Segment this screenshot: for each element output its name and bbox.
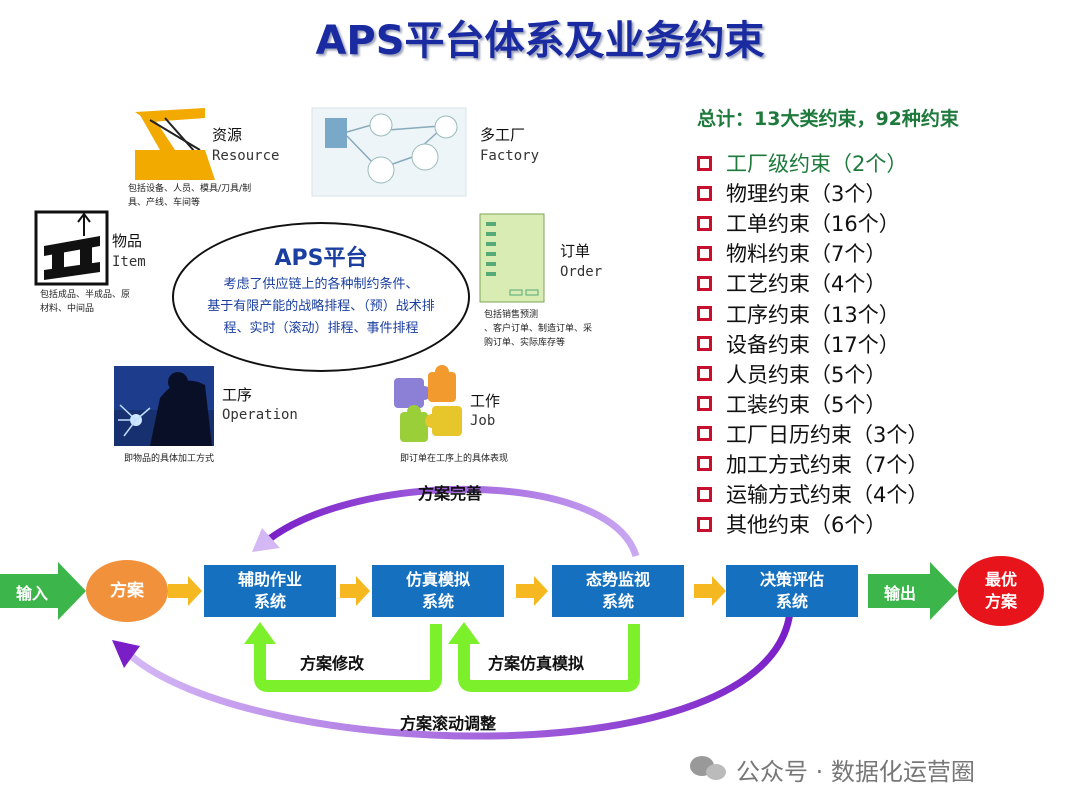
puzzle-icon — [394, 365, 462, 442]
checkbox-icon — [697, 306, 712, 322]
sys-decision: 决策评估系统 — [726, 565, 858, 617]
constraints-summary: 总计：13大类约束，92种约束 — [697, 108, 959, 130]
input-arrow — [0, 562, 86, 620]
job-label: 工作 — [470, 392, 501, 410]
checkbox-icon — [697, 516, 712, 532]
checkbox-icon — [697, 275, 712, 291]
welder-icon — [114, 366, 214, 446]
aps-platform-title: APS平台 — [274, 246, 368, 271]
watermark-text: 公众号 · 数据化运营圈 — [736, 758, 975, 786]
factory-label: 多工厂 — [480, 126, 526, 144]
output-label: 输出 — [884, 584, 917, 603]
yellow-arrow-3 — [516, 576, 548, 606]
constraint-item: 工艺约束（4个） — [697, 268, 928, 298]
checkbox-icon — [697, 396, 712, 412]
constraint-item: 工单约束（16个） — [697, 208, 928, 238]
improve-label: 方案完善 — [418, 484, 483, 503]
modify-label: 方案修改 — [300, 654, 365, 673]
operation-label: 工序 — [222, 386, 253, 404]
constraint-item: 工厂级约束（2个） — [697, 148, 928, 178]
constraint-item: 物理约束（3个） — [697, 178, 928, 208]
steel-beam-icon — [34, 210, 109, 286]
operation-desc: 即物品的具体加工方式 — [124, 454, 215, 464]
improve-arrowhead — [252, 528, 280, 552]
aps-platform-description: 考虑了供应链上的各种制约条件、 基于有限产能的战略排程、（预）战术排 程、实时（… — [207, 277, 435, 336]
checkbox-icon — [697, 155, 712, 171]
checkbox-icon — [697, 426, 712, 442]
crane-icon — [135, 108, 215, 180]
yellow-arrow-1 — [168, 576, 202, 606]
plan-circle: 方案 — [86, 560, 168, 622]
resource-label: 资源 — [212, 126, 243, 144]
constraint-item: 设备约束（17个） — [697, 329, 928, 359]
rolling-label: 方案滚动调整 — [400, 714, 497, 733]
checkbox-icon — [697, 245, 712, 261]
constraint-item: 其他约束（6个） — [697, 509, 928, 539]
order-sub: Order — [560, 264, 603, 280]
modify-arrowhead — [244, 622, 276, 644]
simulate-arrowhead — [448, 622, 480, 644]
yellow-arrow-2 — [340, 576, 370, 606]
yellow-arrow-4 — [694, 576, 726, 606]
constraint-item: 运输方式约束（4个） — [697, 479, 928, 509]
output-arrow — [868, 562, 958, 620]
constraint-item: 工序约束（13个） — [697, 298, 928, 328]
job-sub: Job — [470, 413, 496, 429]
resource-sub: Resource — [212, 148, 280, 164]
order-desc: 包括销售预测 、客户订单、制造订单、采 购订单、实际库存等 — [484, 310, 593, 348]
operation-sub: Operation — [222, 407, 298, 423]
checkbox-icon — [697, 185, 712, 201]
order-document-icon — [479, 213, 548, 303]
sys-simulation: 仿真模拟系统 — [372, 565, 504, 617]
rolling-arc — [127, 611, 794, 740]
item-sub: Item — [112, 254, 146, 270]
wechat-icon — [690, 756, 726, 780]
simulate-loop — [458, 624, 640, 692]
best-plan-circle: 最优方案 — [958, 556, 1044, 626]
checkbox-icon — [697, 215, 712, 231]
input-label: 输入 — [16, 584, 49, 603]
factory-network-icon — [311, 107, 467, 197]
constraint-item: 人员约束（5个） — [697, 359, 928, 389]
order-label: 订单 — [560, 242, 591, 260]
constraints-list: 工厂级约束（2个） 物理约束（3个） 工单约束（16个） 物料约束（7个） 工艺… — [697, 148, 928, 539]
checkbox-icon — [697, 456, 712, 472]
constraint-item: 工装约束（5个） — [697, 389, 928, 419]
job-desc: 即订单在工序上的具体表现 — [400, 454, 509, 464]
rolling-arrowhead — [112, 640, 140, 668]
checkbox-icon — [697, 336, 712, 352]
improve-arc — [265, 485, 640, 558]
item-desc: 包括成品、半成品、原 材料、中间品 — [40, 290, 131, 314]
factory-sub: Factory — [480, 148, 540, 164]
modify-loop — [254, 624, 442, 692]
constraint-item: 物料约束（7个） — [697, 238, 928, 268]
constraint-item: 加工方式约束（7个） — [697, 449, 928, 479]
simulate-label: 方案仿真模拟 — [488, 654, 585, 673]
checkbox-icon — [697, 486, 712, 502]
item-label: 物品 — [112, 232, 143, 250]
aps-platform-ellipse — [172, 222, 470, 372]
constraint-item: 工厂日历约束（3个） — [697, 419, 928, 449]
sys-monitor: 态势监视系统 — [552, 565, 684, 617]
page-title: APS平台体系及业务约束 — [315, 18, 765, 64]
checkbox-icon — [697, 366, 712, 382]
sys-assist: 辅助作业系统 — [204, 565, 336, 617]
resource-desc: 包括设备、人员、模具/刀具/制 具、产线、车间等 — [128, 184, 252, 208]
